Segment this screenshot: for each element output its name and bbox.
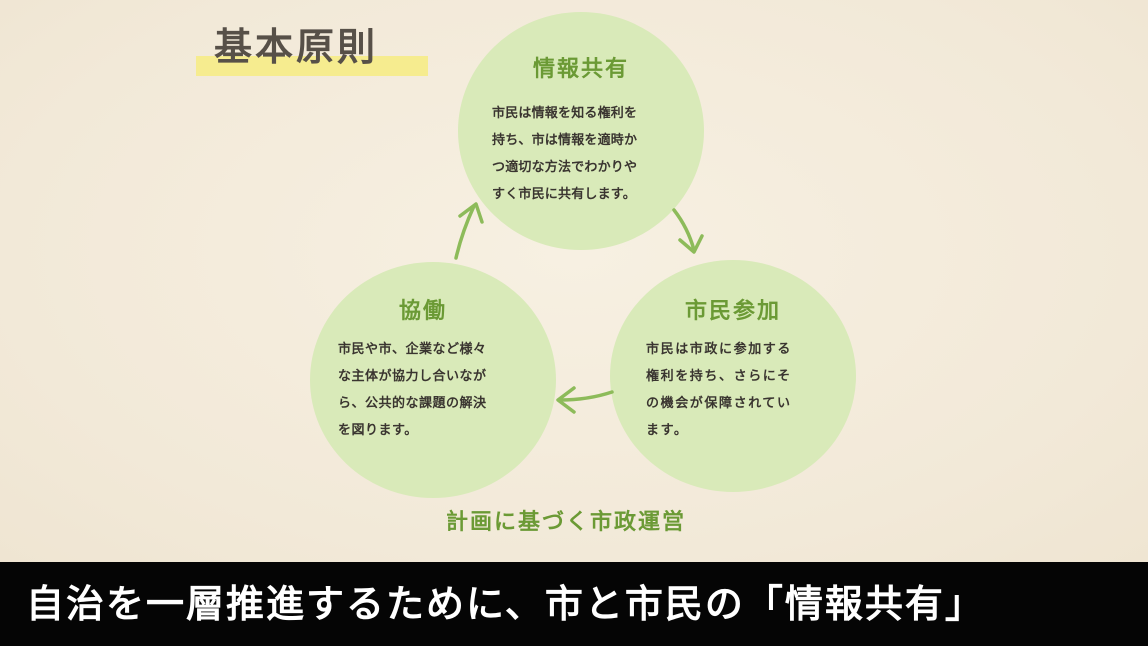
subtitle-text: 自治を一層推進するために、市と市民の「情報共有」 [26, 582, 985, 626]
principle-info-sharing-title: 情報共有 [532, 57, 629, 82]
principle-info-sharing-circle: 情報共有 市民は情報を知る権利を 持ち、市は情報を適時か つ適切な方法でわかりや… [458, 12, 704, 250]
principle-participation-body: 市民は市政に参加する 権利を持ち、さらにそ の機会が保障されてい ます。 [646, 342, 793, 438]
title-highlight-marker [196, 56, 428, 76]
principle-participation-title: 市民参加 [684, 299, 781, 324]
principle-collaboration-circle: 協働 市民や市、企業など様々 な主体が協力し合いなが ら、公共的な課題の解決 を… [310, 262, 556, 498]
arrow-info-to-participation-icon [672, 208, 704, 254]
principle-participation-circle: 市民参加 市民は市政に参加する 権利を持ち、さらにそ の機会が保障されてい ます… [610, 260, 856, 492]
principle-collaboration-title: 協働 [398, 299, 447, 324]
page-title: 基本原則 [196, 22, 428, 78]
plan-based-governance-label: 計画に基づく市政運営 [446, 510, 687, 535]
cycle-arrows [454, 202, 704, 414]
slide-canvas: 基本原則 情報共有 市民は情報を知る権利を 持ち、市は情報を適時か つ適切な方法… [0, 0, 1148, 562]
principle-collaboration-body: 市民や市、企業など様々 な主体が協力し合いなが ら、公共的な課題の解決 を図りま… [338, 342, 487, 438]
principle-info-sharing-body: 市民は情報を知る権利を 持ち、市は情報を適時か つ適切な方法でわかりや すく市民… [492, 106, 638, 202]
subtitle-bar: 自治を一層推進するために、市と市民の「情報共有」 [0, 562, 1148, 646]
arrow-collaboration-to-info-icon [454, 202, 484, 260]
arrow-participation-to-collaboration-icon [556, 386, 614, 414]
page-title-text: 基本原則 [214, 25, 379, 69]
